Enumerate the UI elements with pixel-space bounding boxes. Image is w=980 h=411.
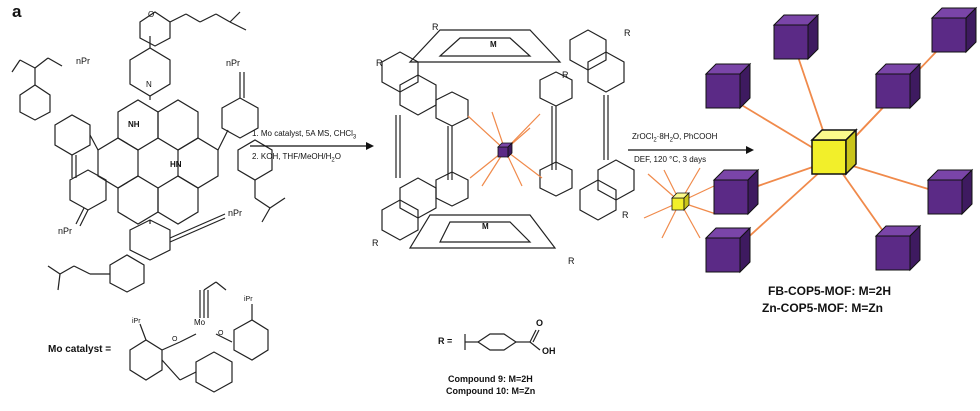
cage-r-label: R bbox=[568, 256, 575, 266]
compound-10-label: Compound 10: M=Zn bbox=[446, 386, 536, 396]
step1-condition-1: 1. Mo catalyst, 5A MS, CHCl3 bbox=[252, 129, 357, 141]
r-group-structure bbox=[464, 329, 541, 351]
reaction-arrow-2 bbox=[628, 146, 754, 154]
cage-m-label: M bbox=[482, 222, 489, 231]
compound-9-label: Compound 9: M=2H bbox=[448, 374, 533, 384]
mini-node-mof bbox=[643, 167, 717, 239]
cage-r-label: R bbox=[432, 22, 439, 32]
reaction-arrow-1 bbox=[250, 142, 374, 150]
cage-structure bbox=[381, 29, 635, 249]
mo-catalyst-structure bbox=[129, 281, 269, 393]
nh-label: NH bbox=[128, 120, 140, 129]
zn-product-label: Zn-COP5-MOF: M=Zn bbox=[762, 301, 883, 315]
nh-label: HN bbox=[170, 160, 182, 169]
r-group-prefix: R = bbox=[438, 336, 453, 346]
mof-linkers bbox=[724, 31, 956, 253]
r-group-oh: OH bbox=[542, 346, 556, 356]
o-label: O bbox=[218, 330, 224, 337]
n-label: N bbox=[146, 80, 152, 89]
alkyne-label: nPr bbox=[76, 56, 91, 66]
step2-condition-2: DEF, 120 °C, 3 days bbox=[634, 155, 707, 164]
alkyne-label: nPr bbox=[226, 58, 241, 68]
r-group-o: O bbox=[536, 318, 544, 328]
cage-m-label: M bbox=[490, 40, 497, 49]
step1-condition-2: 2. KOH, THF/MeOH/H2O bbox=[252, 152, 341, 164]
fb-product-label: FB-COP5-MOF: M=2H bbox=[768, 284, 891, 298]
alkyne-label: nPr bbox=[228, 208, 243, 218]
cage-node-mof bbox=[467, 111, 543, 187]
o-label: O bbox=[172, 336, 178, 343]
ipr-label: iPr bbox=[132, 318, 141, 325]
cage-r-label: R bbox=[624, 28, 631, 38]
alkyne-label: nPr bbox=[58, 226, 73, 236]
ipr-label: iPr bbox=[244, 296, 253, 303]
cage-r-label: R bbox=[376, 58, 383, 68]
starting-porphyrin-structure bbox=[11, 11, 286, 293]
cage-r-label: R bbox=[372, 238, 379, 248]
mo-catalyst-label: Mo catalyst = bbox=[48, 344, 112, 355]
panel-label: a bbox=[12, 2, 22, 21]
ester-o-label: O bbox=[148, 10, 155, 19]
mo-atom-label: Mo bbox=[194, 318, 206, 327]
cage-r-label: R bbox=[622, 210, 629, 220]
cage-r-label: R bbox=[562, 70, 569, 80]
step2-condition-1: ZrOCl2·8H2O, PhCOOH bbox=[632, 132, 718, 144]
